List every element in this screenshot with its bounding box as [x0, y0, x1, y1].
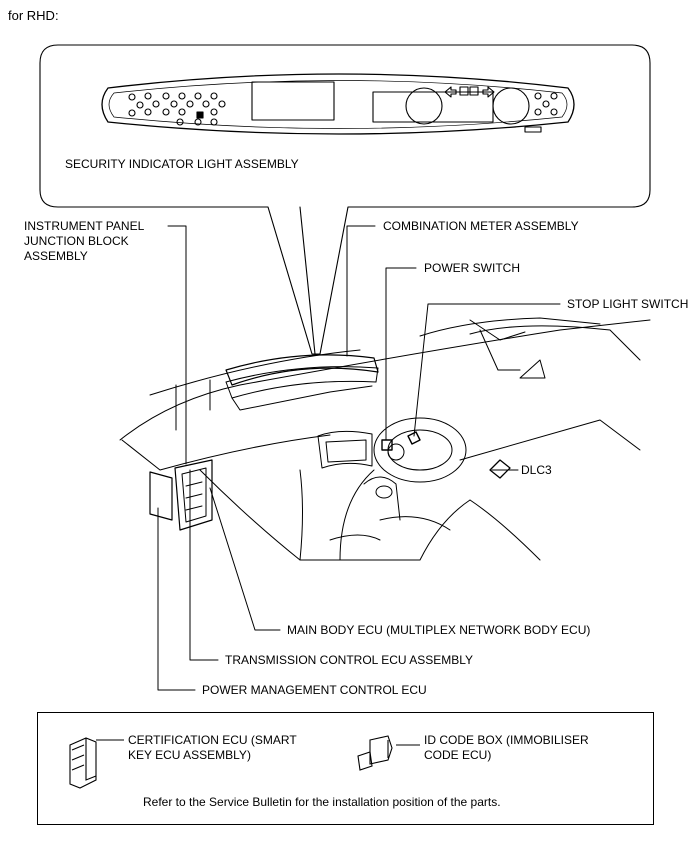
label-stop-light-switch: STOP LIGHT SWITCH	[567, 297, 689, 311]
label-security-indicator-light: SECURITY INDICATOR LIGHT ASSEMBLY	[65, 157, 299, 171]
label-transmission-control-ecu: TRANSMISSION CONTROL ECU ASSEMBLY	[225, 653, 474, 667]
id-code-box-icon	[357, 735, 420, 771]
legend-id-code-line-2: CODE ECU)	[424, 748, 492, 762]
certification-ecu-icon	[69, 737, 97, 789]
security-indicator-icon	[196, 111, 204, 119]
meter-closeup	[101, 73, 575, 135]
label-power-management-control-ecu: POWER MANAGEMENT CONTROL ECU	[202, 683, 427, 697]
legend-box	[37, 712, 654, 825]
callout-frame	[39, 44, 651, 355]
diagram-qualifier: for RHD:	[8, 8, 59, 23]
label-ipjb-line-2: JUNCTION BLOCK	[24, 234, 129, 248]
label-dlc3: DLC3	[521, 463, 552, 477]
label-power-switch: POWER SWITCH	[424, 261, 520, 275]
label-combination-meter-assembly: COMBINATION METER ASSEMBLY	[383, 219, 579, 233]
legend-id-code-box: ID CODE BOX (IMMOBILISER CODE ECU)	[424, 733, 589, 763]
legend-certification-ecu: CERTIFICATION ECU (SMART KEY ECU ASSEMBL…	[128, 733, 297, 763]
label-instrument-panel-junction-block: INSTRUMENT PANEL JUNCTION BLOCK ASSEMBLY	[24, 219, 144, 264]
label-ipjb-line-1: INSTRUMENT PANEL	[24, 219, 145, 233]
legend-certification-line-2: KEY ECU ASSEMBLY)	[128, 748, 251, 762]
label-main-body-ecu: MAIN BODY ECU (MULTIPLEX NETWORK BODY EC…	[287, 623, 591, 637]
legend-note: Refer to the Service Bulletin for the in…	[143, 795, 501, 809]
dashboard-sketch	[119, 317, 651, 561]
legend-id-code-line-1: ID CODE BOX (IMMOBILISER	[424, 733, 589, 747]
legend-certification-line-1: CERTIFICATION ECU (SMART	[128, 733, 297, 747]
label-ipjb-line-3: ASSEMBLY	[24, 249, 88, 263]
